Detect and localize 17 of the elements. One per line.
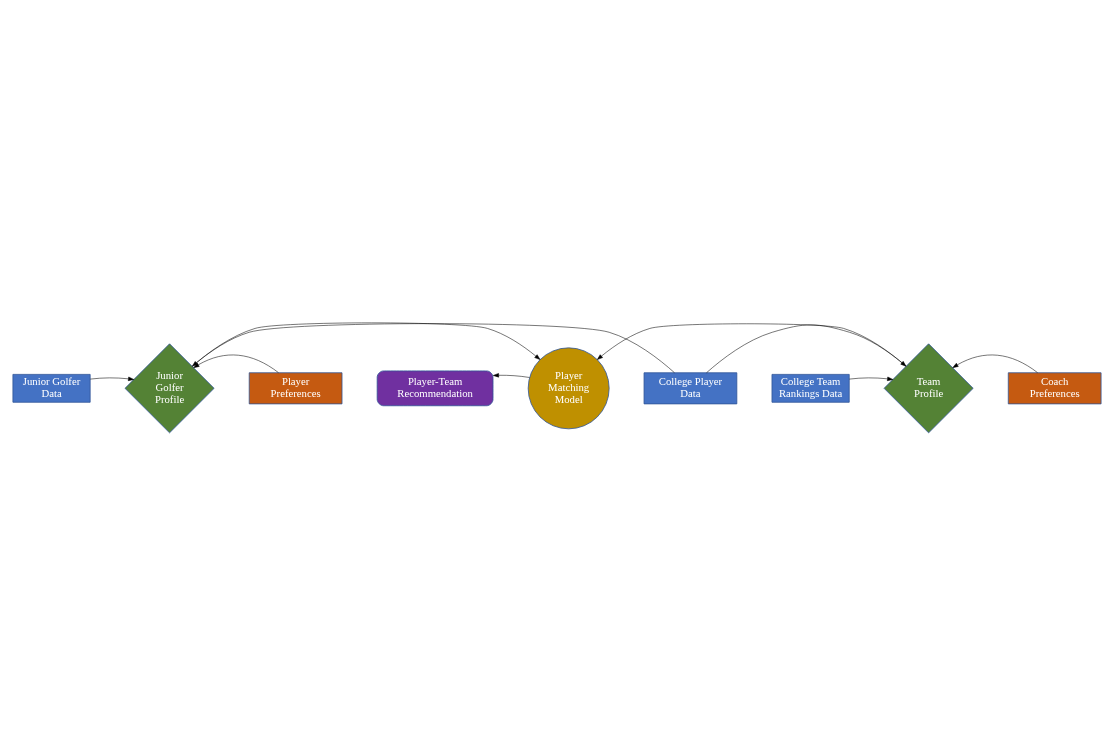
node-diamond: Team Profile: [883, 342, 974, 433]
arrow: [493, 372, 530, 378]
arrow: [192, 322, 675, 373]
node-box: Junior Golfer Data: [12, 373, 91, 403]
arrow: [597, 323, 907, 366]
node-box: Coach Preferences: [1007, 371, 1102, 404]
node-box: College Team Rankings Data: [771, 373, 850, 403]
arrow: [90, 376, 135, 381]
arrow: [191, 322, 541, 367]
arrow: [706, 324, 907, 373]
arrow: [952, 354, 1038, 373]
arrow: [849, 376, 894, 381]
node-circle: Player Matching Model: [527, 346, 610, 429]
arrow: [193, 354, 279, 373]
node-box: College Player Data: [643, 371, 738, 404]
node-box: Player Preferences: [248, 371, 343, 404]
node-box: Player-Team Recommendation: [376, 370, 494, 406]
